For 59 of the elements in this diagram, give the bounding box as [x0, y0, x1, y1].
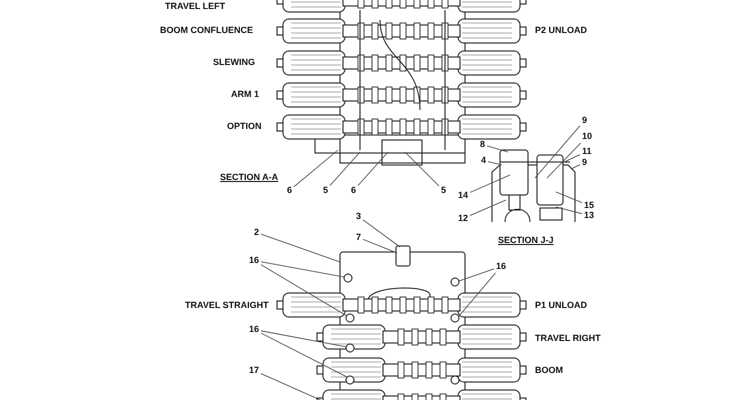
callout-number: 14 — [458, 190, 468, 201]
callout-number: 13 — [584, 210, 594, 221]
spool-label: TRAVEL STRAIGHT — [185, 300, 269, 311]
leader-line — [294, 150, 338, 188]
callout-number: 16 — [249, 324, 260, 335]
leader-line — [546, 142, 582, 178]
spool-label: BOOM CONFLUENCE — [160, 25, 253, 36]
spool-label: ARM 1 — [231, 89, 260, 100]
leader-line — [570, 164, 580, 170]
callout-number: 17 — [249, 365, 260, 376]
leader-line — [260, 330, 348, 348]
leader-line — [488, 161, 502, 166]
leader-line — [562, 154, 580, 164]
callout-number: 2 — [254, 227, 260, 238]
leader-line — [330, 152, 360, 186]
callout-number: 8 — [480, 139, 486, 150]
spool-label: TRAVEL LEFT — [165, 1, 226, 12]
callout-number: 12 — [458, 213, 468, 224]
callout-number: 15 — [584, 200, 594, 211]
callout-number: 6 — [351, 185, 356, 196]
leader-line — [470, 174, 510, 193]
callout-number: 9 — [582, 115, 588, 126]
spool-label: P1 UNLOAD — [535, 300, 588, 311]
leader-line — [486, 145, 508, 152]
spool-label: OPTION — [227, 121, 262, 132]
spool-label: SLEWING — [213, 57, 255, 68]
leader-line — [260, 261, 344, 278]
callout-number: 10 — [582, 131, 592, 142]
callout-number: 16 — [496, 261, 506, 272]
valve-section-drawing — [276, 246, 526, 400]
callout-number: 5 — [323, 185, 328, 196]
valve-section-drawing — [276, 0, 526, 166]
callout-number: 5 — [441, 185, 446, 196]
spool-label: TRAVEL RIGHT — [535, 333, 601, 344]
callout-number: 16 — [249, 255, 260, 266]
spool-label: P2 UNLOAD — [535, 25, 588, 36]
callout-number: 4 — [481, 155, 486, 166]
leader-line — [362, 219, 400, 248]
leader-line — [260, 264, 348, 316]
section-title: SECTION J-J — [498, 235, 554, 246]
leader-line — [358, 152, 388, 186]
spool-label: BOOM — [535, 365, 563, 376]
leader-line — [534, 125, 580, 178]
callout-number: 7 — [356, 232, 362, 243]
section-detail-drawing — [492, 150, 576, 222]
leader-line — [362, 238, 398, 254]
leader-line — [404, 152, 440, 186]
callout-number: 11 — [582, 146, 592, 157]
leader-line — [556, 192, 582, 204]
section-title: SECTION A-A — [220, 172, 278, 183]
callout-number: 6 — [287, 185, 292, 196]
callout-number: 9 — [582, 157, 588, 168]
leader-line — [458, 272, 496, 316]
leader-line — [458, 268, 494, 282]
leader-line — [260, 332, 348, 378]
callout-number: 3 — [356, 211, 362, 222]
leader-line — [470, 200, 506, 216]
leader-line — [260, 234, 340, 262]
leader-line — [556, 206, 582, 214]
